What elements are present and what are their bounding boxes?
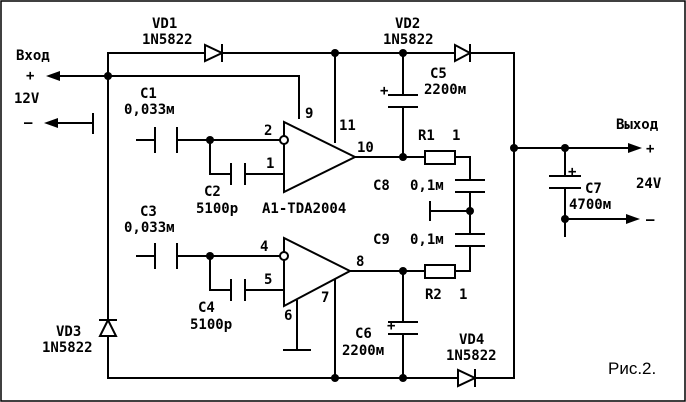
- vd3-part: 1N5822: [42, 340, 93, 356]
- figure-caption: Рис.2.: [608, 359, 656, 378]
- c6-name: C6: [355, 326, 372, 342]
- c5-name: C5: [430, 66, 447, 82]
- r1-value: 1: [452, 128, 460, 144]
- junction-dots: [104, 49, 569, 382]
- pin-9-label: 9: [305, 106, 313, 122]
- c9-value: 0,1м: [410, 232, 444, 248]
- input-plus-sign: +: [26, 68, 34, 84]
- amplifier-top: [279, 120, 358, 194]
- resistor-r1: [424, 150, 456, 165]
- c5-plus-mark: +: [380, 83, 388, 99]
- output-plus-sign: +: [646, 141, 654, 157]
- r2-name: R2: [425, 287, 442, 303]
- c1-name: C1: [140, 86, 157, 102]
- diode-vd3: [98, 317, 118, 337]
- diode-vd2: [454, 43, 473, 63]
- r1-name: R1: [418, 128, 435, 144]
- amplifier-bottom: [279, 236, 353, 308]
- pin-11-label: 11: [339, 118, 356, 134]
- output-title: Выход: [616, 117, 659, 133]
- output-voltage: 24V: [636, 176, 662, 192]
- input-voltage: 12V: [14, 91, 40, 107]
- c6-value: 2200м: [342, 343, 384, 359]
- c2-name: C2: [204, 184, 221, 200]
- input-title: Вход: [16, 48, 50, 64]
- vd1-part: 1N5822: [142, 32, 193, 48]
- c3-value: 0,033м: [124, 220, 175, 236]
- vd4-name: VD4: [459, 332, 484, 348]
- c7-name: C7: [585, 181, 602, 197]
- c2-value: 5100р: [196, 201, 238, 217]
- inverting-input-bubble-icon: [279, 251, 289, 261]
- capacitor-c8: [455, 179, 485, 193]
- pin-5-label: 5: [264, 272, 272, 288]
- vd2-name: VD2: [395, 16, 420, 32]
- c9-name: C9: [373, 232, 390, 248]
- c4-value: 5100р: [190, 317, 232, 333]
- pin-2-label: 2: [264, 123, 272, 139]
- pin-1-label: 1: [266, 156, 274, 172]
- vd2-part: 1N5822: [383, 32, 434, 48]
- c4-name: C4: [198, 300, 215, 316]
- pin-4-label: 4: [260, 239, 268, 255]
- output-plus-arrow-icon: [628, 143, 642, 153]
- chip-label: A1-TDA2004: [262, 201, 346, 217]
- c8-value: 0,1м: [410, 178, 444, 194]
- pin-6-label: 6: [284, 308, 292, 324]
- resistor-r2: [424, 264, 456, 279]
- diode-vd1: [204, 43, 225, 63]
- vd1-name: VD1: [152, 16, 177, 32]
- pin-10-label: 10: [357, 140, 374, 156]
- c6-plus-mark: +: [387, 318, 395, 334]
- input-minus-sign: –: [24, 115, 33, 131]
- capacitor-c4: [230, 279, 246, 301]
- output-minus-arrow-icon: [626, 214, 640, 224]
- input-plus-arrow-icon: [46, 71, 60, 81]
- capacitor-c3: [154, 243, 178, 269]
- pin-8-label: 8: [356, 254, 364, 270]
- capacitor-c1: [154, 127, 178, 153]
- c1-value: 0,033м: [124, 102, 175, 118]
- capacitor-c5: [388, 94, 418, 108]
- c7-plus-mark: +: [568, 164, 576, 180]
- capacitor-c2: [230, 163, 246, 185]
- vd3-name: VD3: [56, 324, 81, 340]
- diode-vd4: [457, 368, 478, 388]
- input-minus-arrow-icon: [44, 118, 58, 128]
- pin-7-label: 7: [321, 290, 329, 306]
- io-arrows: [44, 71, 642, 224]
- c7-value: 4700м: [569, 197, 611, 213]
- vd4-part: 1N5822: [446, 348, 497, 364]
- c3-name: C3: [140, 204, 157, 220]
- capacitor-c9: [455, 233, 485, 247]
- inverting-input-bubble-icon: [279, 135, 289, 145]
- capacitor-c7: [549, 175, 581, 189]
- c5-value: 2200м: [424, 82, 466, 98]
- output-minus-sign: –: [646, 212, 655, 228]
- capacitor-c6: [388, 321, 418, 335]
- r2-value: 1: [459, 287, 467, 303]
- wires: [55, 52, 631, 379]
- c8-name: C8: [373, 178, 390, 194]
